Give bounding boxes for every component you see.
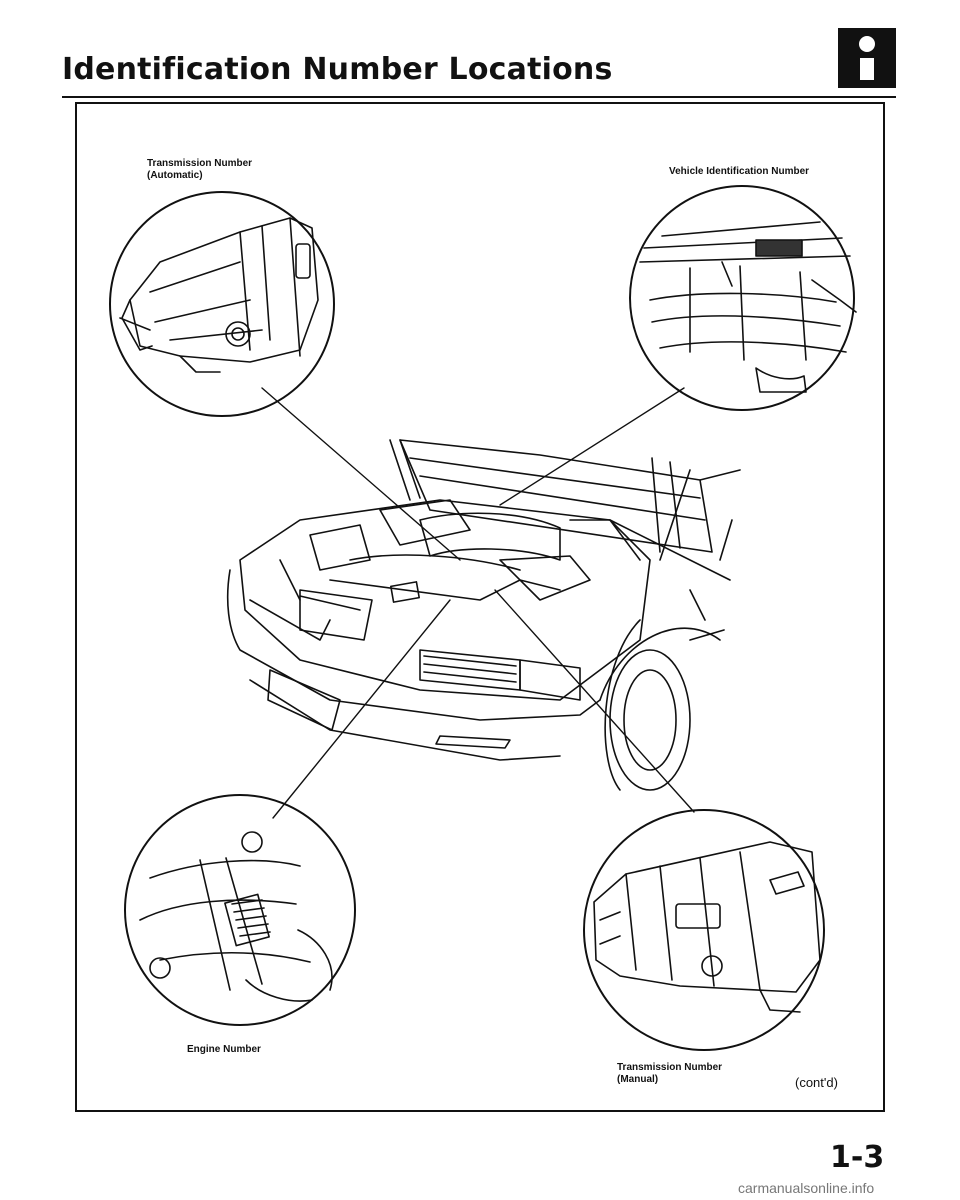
diagram-frame <box>75 102 885 1112</box>
vin-inset <box>629 185 857 411</box>
label-transmission-auto: Transmission Number <box>147 158 253 169</box>
title-rule <box>62 96 896 98</box>
car-front <box>226 439 741 791</box>
page-title: Identification Number Locations <box>62 52 613 87</box>
label-transmission-manual-type: (Manual) <box>617 1074 659 1085</box>
label-vin: Vehicle Identification Number <box>669 166 810 177</box>
leader-lines <box>261 387 695 819</box>
label-transmission-manual: Transmission Number <box>617 1062 723 1073</box>
engine-inset <box>124 794 356 1026</box>
label-engine: Engine Number <box>187 1044 261 1055</box>
footer-url: carmanualsonline.info <box>738 1180 875 1196</box>
info-icon <box>838 28 896 88</box>
page-number: 1-3 <box>830 1140 885 1175</box>
label-transmission-auto-type: (Automatic) <box>147 170 203 181</box>
continued-note: (cont'd) <box>795 1075 838 1090</box>
transmission-auto-inset <box>109 191 335 417</box>
transmission-manual-inset <box>583 809 825 1051</box>
